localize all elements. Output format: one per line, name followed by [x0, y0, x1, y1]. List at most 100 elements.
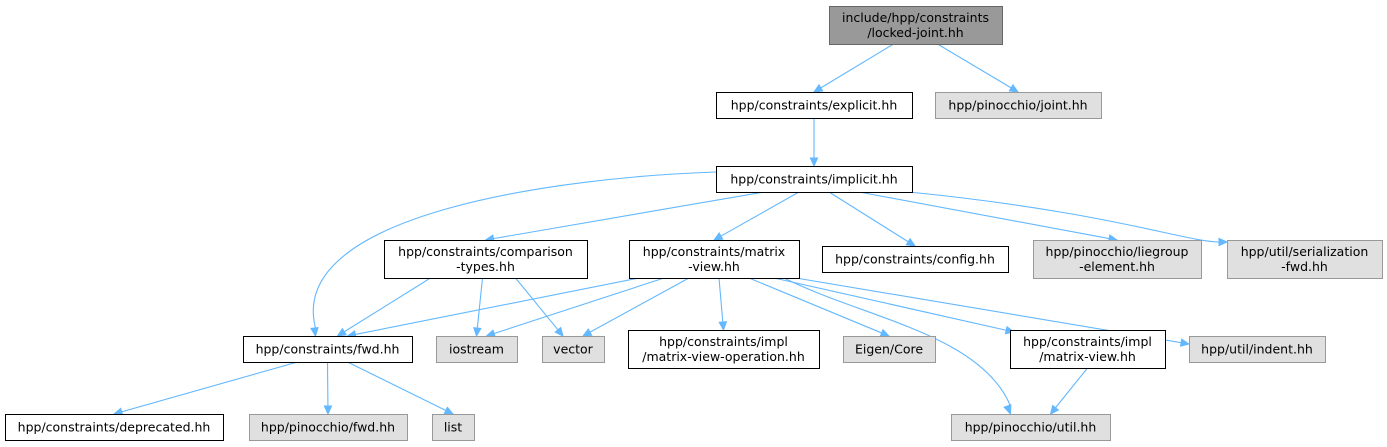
node-label: hpp/util/indent.hh	[1201, 342, 1313, 357]
arrowhead	[581, 328, 593, 337]
node-implicit[interactable]: hpp/constraints/implicit.hh	[716, 166, 913, 193]
node-box	[716, 166, 913, 193]
edge-line	[476, 277, 484, 329]
node-box	[629, 240, 800, 279]
node-label: iostream	[449, 342, 504, 357]
node-box	[249, 414, 408, 441]
node-box	[1189, 336, 1326, 363]
node-liegroup-element[interactable]: hpp/pinocchio/liegroup-element.hh	[1033, 240, 1202, 279]
edge-explicit-to-implicit	[809, 118, 819, 168]
node-box	[1227, 240, 1383, 279]
node-label: /matrix-view.hh	[1039, 349, 1136, 364]
edge-line	[908, 191, 1220, 243]
arrowhead	[1003, 404, 1012, 416]
edge-matrix_view-to-pinocchio_util	[783, 277, 1012, 416]
node-label: -element.hh	[1079, 259, 1155, 274]
node-indent[interactable]: hpp/util/indent.hh	[1189, 336, 1326, 363]
node-iostream[interactable]: iostream	[436, 336, 518, 363]
node-pinocchio-fwd[interactable]: hpp/pinocchio/fwd.hh	[249, 414, 408, 441]
node-box	[436, 336, 518, 363]
edge-matrix_view-to-iostream	[485, 277, 665, 338]
node-eigen-core[interactable]: Eigen/Core	[843, 336, 936, 363]
node-label: hpp/pinocchio/fwd.hh	[261, 420, 395, 435]
node-constraints-fwd[interactable]: hpp/constraints/fwd.hh	[243, 336, 413, 363]
edge-comparison_types-to-iostream	[473, 277, 484, 338]
node-matrix-view-operation[interactable]: hpp/constraints/impl/matrix-view-operati…	[628, 330, 820, 369]
node-label: hpp/util/serialization	[1241, 244, 1369, 259]
node-box	[843, 336, 936, 363]
node-label: /locked-joint.hh	[867, 25, 963, 40]
edge-implicit-to-comparison_types	[484, 191, 765, 243]
node-box	[1033, 240, 1202, 279]
node-label: hpp/constraints/implicit.hh	[730, 172, 897, 187]
node-label: hpp/pinocchio/liegroup	[1046, 244, 1189, 259]
arrowhead	[712, 232, 724, 241]
node-explicit[interactable]: hpp/constraints/explicit.hh	[716, 92, 913, 119]
node-impl-matrix-view[interactable]: hpp/constraints/impl/matrix-view.hh	[1010, 330, 1166, 369]
node-box	[951, 414, 1111, 441]
node-box	[935, 92, 1102, 119]
node-list[interactable]: list	[432, 414, 475, 441]
edge-line	[937, 43, 1012, 89]
node-label: hpp/constraints/matrix	[643, 244, 785, 259]
node-box	[384, 240, 588, 279]
node-label: include/hpp/constraints	[842, 10, 989, 25]
edge-matrix_view-to-eigen_core	[748, 277, 891, 337]
arrowhead	[1008, 83, 1020, 93]
node-label: hpp/constraints/deprecated.hh	[18, 420, 211, 435]
arrowhead	[310, 326, 319, 338]
edge-comparison_types-to-constraints_fwd	[336, 277, 431, 337]
node-vector[interactable]: vector	[542, 336, 605, 363]
node-box	[822, 246, 1009, 273]
node-config[interactable]: hpp/constraints/config.hh	[822, 246, 1009, 273]
arrowhead	[473, 327, 482, 338]
arrowhead	[812, 83, 824, 93]
edge-line	[355, 277, 640, 335]
node-box	[1010, 330, 1166, 369]
arrowhead	[1179, 338, 1191, 347]
node-comparison-types[interactable]: hpp/constraints/comparison-types.hh	[384, 240, 588, 279]
arrowhead	[718, 321, 728, 332]
node-label: -view.hh	[688, 259, 740, 274]
node-label: hpp/constraints/config.hh	[835, 252, 995, 267]
node-box	[829, 6, 1003, 45]
edge-impl_matrix_view-to-pinocchio_util	[1049, 367, 1088, 415]
edge-line	[783, 277, 1012, 407]
node-locked-joint[interactable]: include/hpp/constraints/locked-joint.hh	[829, 6, 1003, 45]
arrowhead	[809, 157, 819, 168]
node-serialization-fwd[interactable]: hpp/util/serialization-fwd.hh	[1227, 240, 1383, 279]
node-label: hpp/pinocchio/util.hh	[965, 420, 1097, 435]
edge-line	[312, 171, 717, 329]
node-pinocchio-util[interactable]: hpp/pinocchio/util.hh	[951, 414, 1111, 441]
edge-matrix_view-to-impl_matrix_view	[773, 277, 1016, 335]
arrowhead	[879, 328, 891, 337]
edge-line	[1055, 367, 1088, 409]
edge-implicit-to-config	[828, 191, 917, 247]
edge-line	[343, 277, 431, 333]
node-label: /matrix-view-operation.hh	[642, 349, 805, 364]
node-deprecated[interactable]: hpp/constraints/deprecated.hh	[5, 414, 224, 441]
arrowhead	[323, 405, 333, 416]
edge-locked_joint-to-pinocchio_joint	[937, 43, 1020, 93]
edge-implicit-to-constraints_fwd	[310, 171, 717, 338]
arrowhead	[554, 326, 564, 337]
edge-implicit-to-matrix_view	[712, 191, 800, 241]
edge-line	[820, 43, 894, 89]
edge-matrix_view-to-matrix_view_operation	[718, 277, 728, 332]
arrowhead	[443, 406, 455, 415]
arrowhead	[1218, 237, 1229, 247]
edge-line	[718, 277, 724, 323]
node-label: hpp/pinocchio/joint.hh	[948, 98, 1087, 113]
edge-line	[748, 277, 882, 334]
edge-line	[493, 277, 665, 335]
node-label: hpp/constraints/fwd.hh	[256, 342, 400, 357]
node-matrix-view[interactable]: hpp/constraints/matrix-view.hh	[629, 240, 800, 279]
edge-line	[773, 277, 1007, 331]
node-label: -fwd.hh	[1281, 259, 1328, 274]
edge-line	[515, 277, 559, 331]
node-box	[628, 330, 820, 369]
edge-constraints_fwd-to-deprecated	[112, 361, 298, 416]
node-pinocchio-joint[interactable]: hpp/pinocchio/joint.hh	[935, 92, 1102, 119]
node-label: hpp/constraints/impl	[659, 334, 788, 349]
